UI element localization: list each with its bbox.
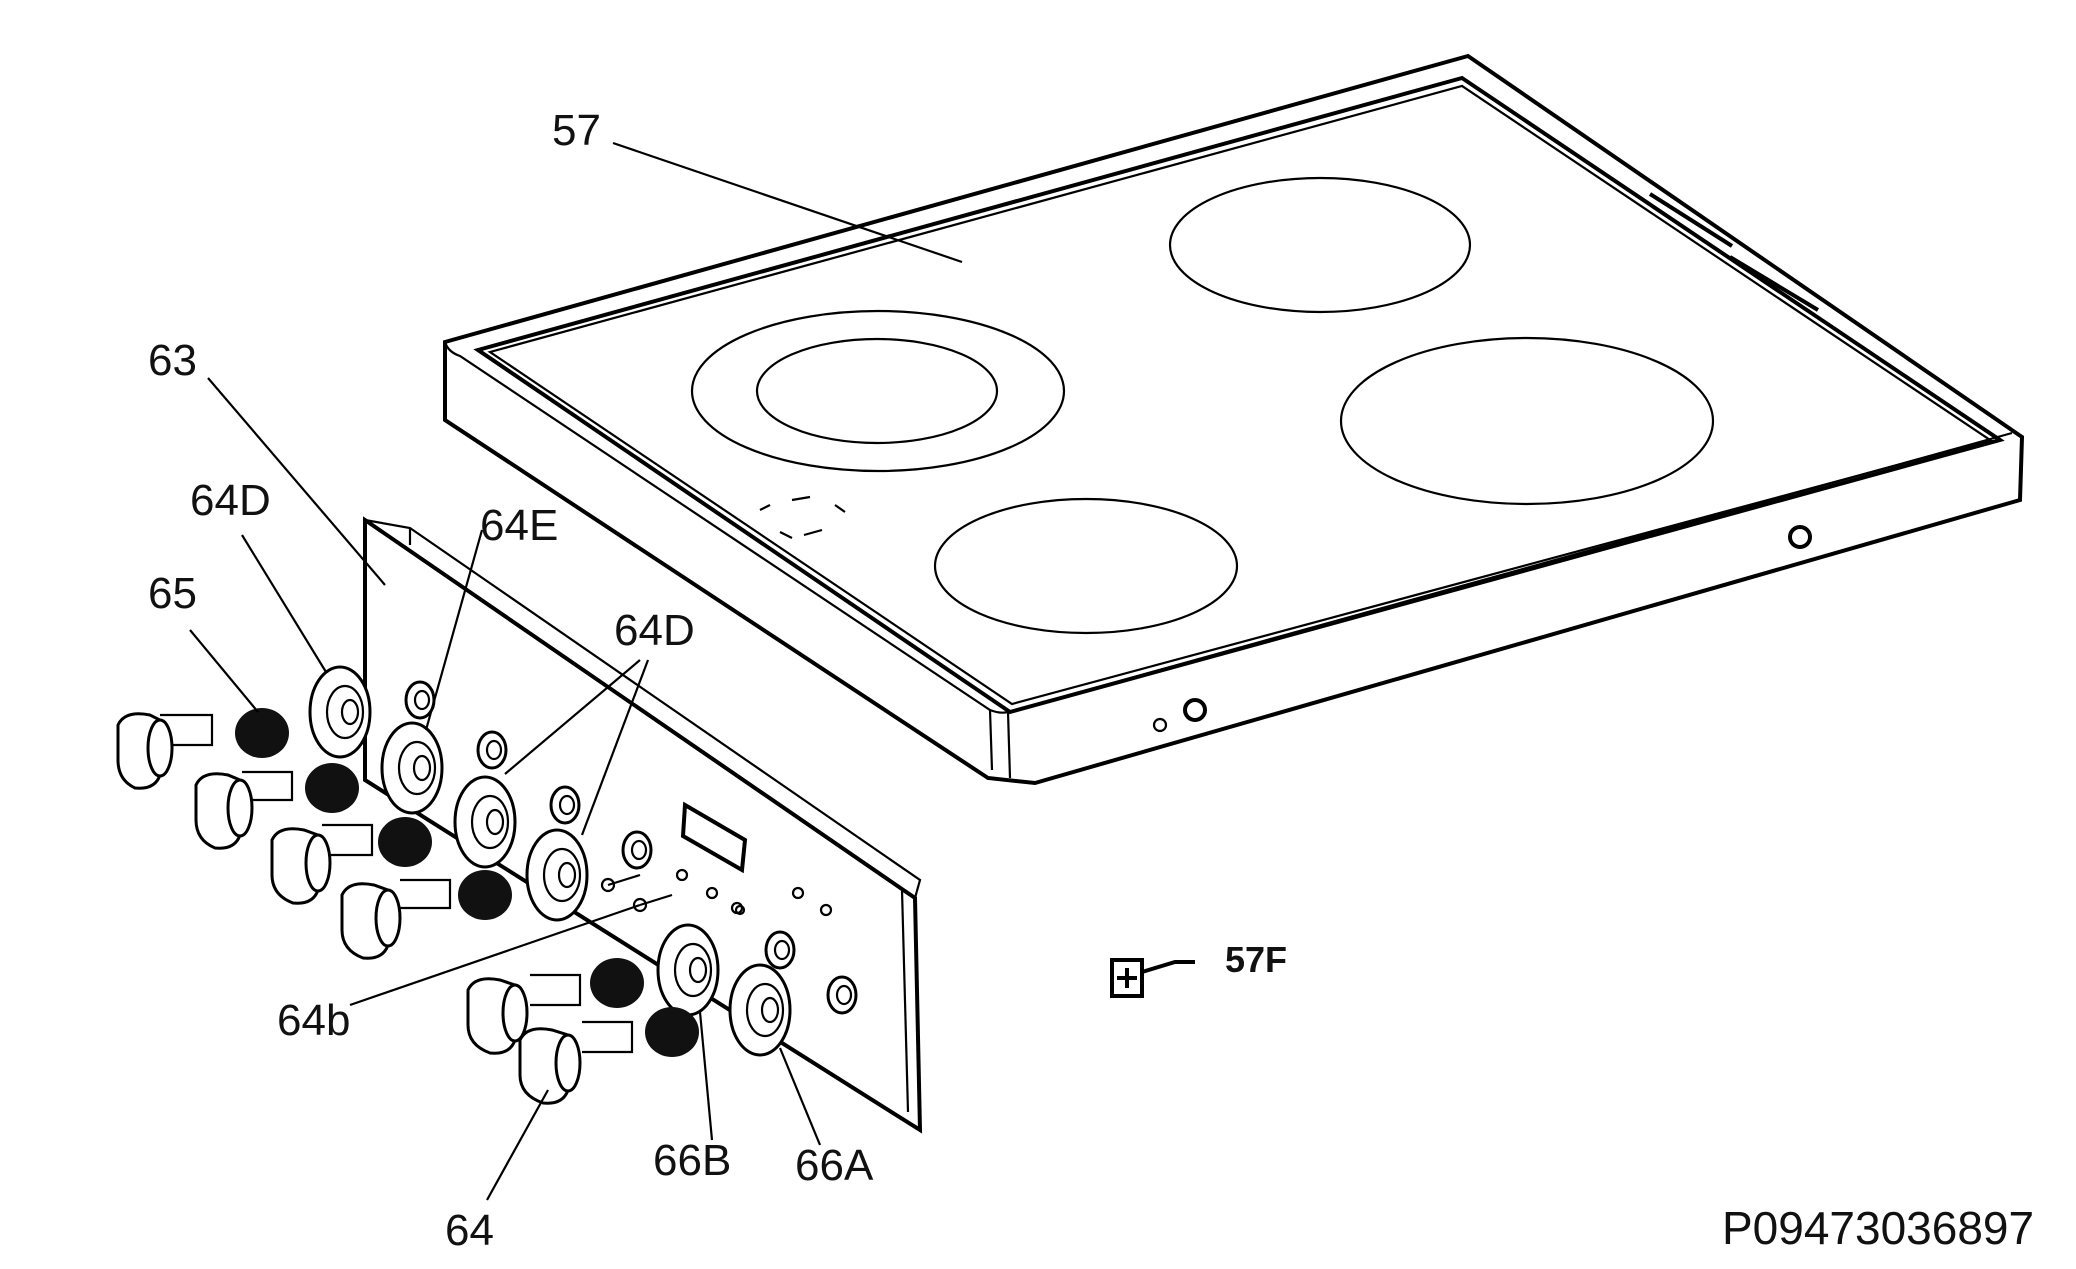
hob-top xyxy=(443,53,2025,786)
leader-65 xyxy=(189,629,259,713)
knobs xyxy=(116,712,634,1105)
cooking-zone-front-right xyxy=(1339,336,1715,506)
knob-5 xyxy=(466,973,582,1055)
leader-64 xyxy=(486,1089,549,1201)
reference-code: P09473036897 xyxy=(1722,1202,2034,1254)
knob-2 xyxy=(194,770,294,850)
leader-64e xyxy=(424,529,484,731)
callout-labels: 57 63 64D 64E 64D 65 64b 64 66B 66A 57F … xyxy=(148,106,2034,1255)
knob-6 xyxy=(518,1020,634,1105)
knob-bezels xyxy=(308,665,858,1057)
cooking-zone-rear-left-inner xyxy=(755,337,999,445)
leader-64d-left xyxy=(241,534,327,673)
callout-65: 65 xyxy=(148,569,197,618)
leader-63 xyxy=(207,377,386,586)
knob-1 xyxy=(116,712,214,790)
callout-66a: 66A xyxy=(795,1141,874,1190)
callout-64d-right: 64D xyxy=(614,606,695,655)
leader-66a xyxy=(778,1047,822,1146)
cooking-zone-rear-left-outer xyxy=(690,309,1066,473)
knob-3 xyxy=(270,823,374,905)
springs xyxy=(235,708,699,1057)
leader-64d-right-a xyxy=(504,659,641,775)
accessory-57f-symbol xyxy=(1110,958,1195,998)
callout-57: 57 xyxy=(552,106,601,155)
leader-66b xyxy=(698,1011,714,1141)
leader-64d-right-b xyxy=(580,659,650,836)
cooking-zone-front-left xyxy=(933,497,1239,635)
callout-63: 63 xyxy=(148,336,197,385)
leader-lines xyxy=(189,141,963,1201)
callout-64b: 64b xyxy=(277,996,350,1045)
cooking-zone-rear-right xyxy=(1168,176,1472,314)
callout-66b: 66B xyxy=(653,1136,731,1185)
callout-64e: 64E xyxy=(480,501,558,550)
leader-64b xyxy=(349,903,641,1007)
callout-64: 64 xyxy=(445,1206,494,1255)
callout-64d-left: 64D xyxy=(190,476,271,525)
leader-57 xyxy=(612,141,963,264)
knob-4 xyxy=(340,878,452,960)
callout-57f: 57F xyxy=(1225,939,1287,980)
